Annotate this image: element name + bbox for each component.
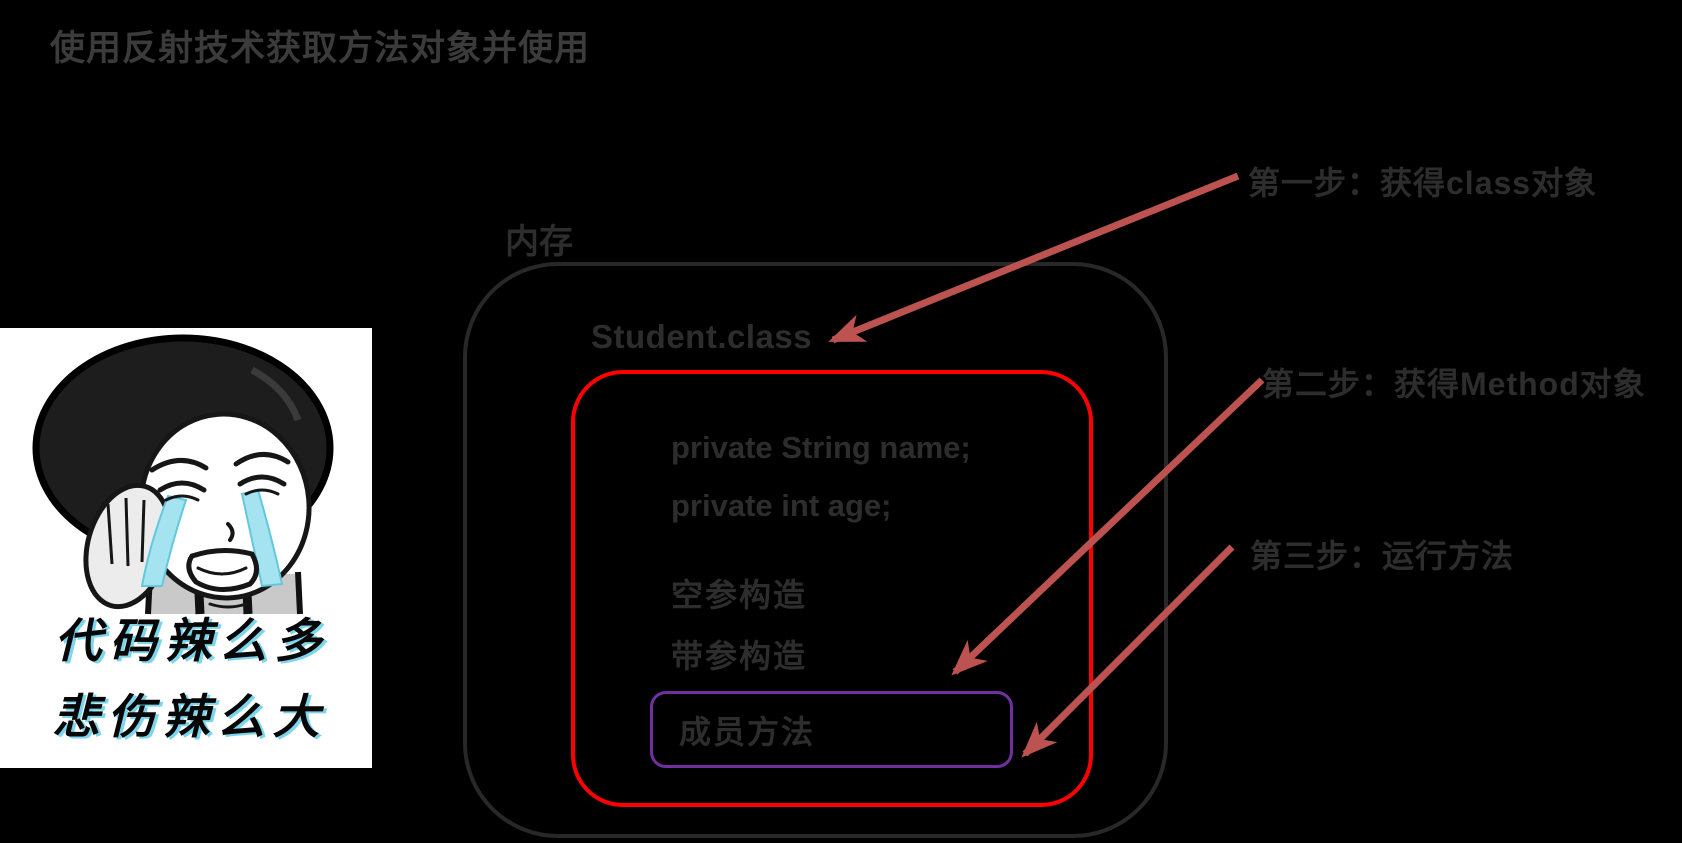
member-method-label: 成员方法 [679,713,816,750]
crying-meme-image: 代码辣么多 代码辣么多 悲伤辣么大 悲伤辣么大 [0,328,372,768]
meme-caption-1: 代码辣么多 [55,616,330,668]
constructor-label: 带参构造 [671,638,808,674]
constructor-label: 空参构造 [671,577,808,613]
step1-label: 第一步：获得class对象 [1248,165,1598,201]
member-method-box: 成员方法 [650,691,1013,768]
field-declaration: private int age; [671,488,892,523]
step3-label: 第三步：运行方法 [1250,538,1515,574]
field-declaration: private String name; [671,430,971,465]
memory-label: 内存 [505,223,573,261]
meme-caption-1-fringe: 代码辣么多 [58,618,333,670]
meme-caption-2-fringe: 悲伤辣么大 [56,694,331,746]
page-title: 使用反射技术获取方法对象并使用 [50,29,591,68]
step2-label: 第二步：获得Method对象 [1262,366,1646,402]
meme-features [149,452,291,609]
meme-tears [140,488,284,588]
class-name-label: Student.class [591,318,813,355]
meme-caption-2: 悲伤辣么大 [53,692,328,744]
